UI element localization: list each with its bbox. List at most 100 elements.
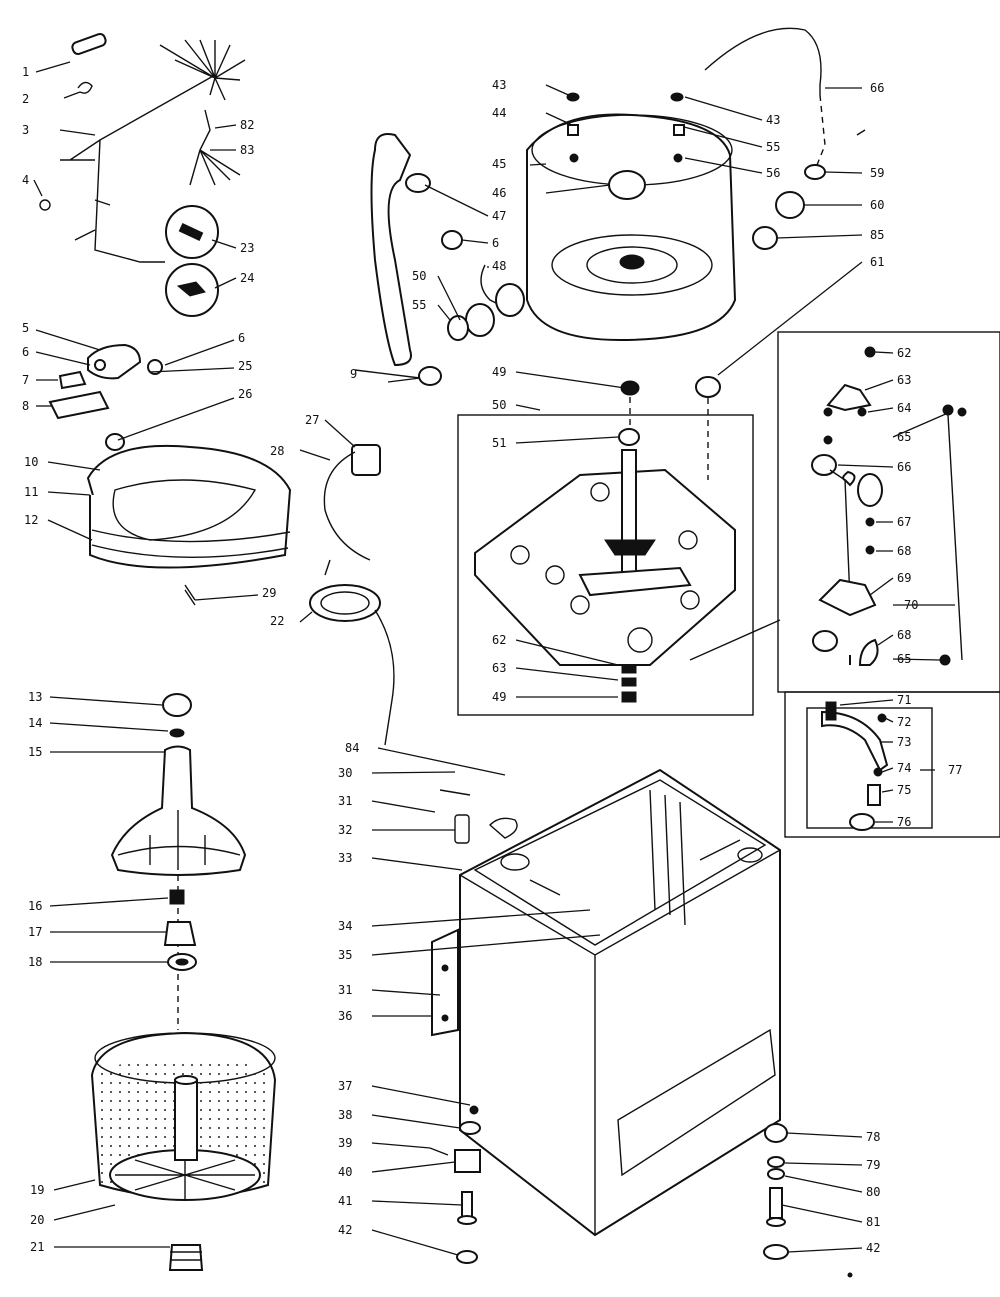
callout-43b: 43 xyxy=(766,113,780,127)
callout-18: 18 xyxy=(28,955,42,969)
mounting-plate-group xyxy=(457,371,781,716)
callout-73: 73 xyxy=(897,735,911,749)
callout-49b: 49 xyxy=(492,690,506,704)
callout-3: 3 xyxy=(22,123,29,137)
callout-76: 76 xyxy=(897,815,911,829)
callout-42a: 42 xyxy=(338,1223,352,1237)
callout-28: 28 xyxy=(270,444,284,458)
callout-80: 80 xyxy=(866,1185,880,1199)
callout-75: 75 xyxy=(897,783,911,797)
cabinet-part-icon xyxy=(459,768,781,1237)
callout-14: 14 xyxy=(28,716,42,730)
side-panel-part-icon xyxy=(431,928,459,1037)
callout-85: 85 xyxy=(870,228,884,242)
callout-1: 1 xyxy=(22,65,29,79)
callout-23: 23 xyxy=(240,241,254,255)
callout-82: 82 xyxy=(240,118,254,132)
callout-31b: 31 xyxy=(338,983,352,997)
callout-21: 21 xyxy=(30,1240,44,1254)
suspension-inset-group xyxy=(777,331,1000,693)
wiring-harness-group xyxy=(33,32,246,317)
callout-26: 26 xyxy=(238,387,252,401)
callout-13: 13 xyxy=(28,690,42,704)
callout-44: 44 xyxy=(492,106,506,120)
callout-12: 12 xyxy=(24,513,38,527)
callout-4: 4 xyxy=(22,173,29,187)
callout-50b: 50 xyxy=(492,398,506,412)
callout-36: 36 xyxy=(338,1009,352,1023)
callout-55a: 55 xyxy=(412,298,426,312)
callout-11: 11 xyxy=(24,485,38,499)
callout-51: 51 xyxy=(492,436,506,450)
lid-switch-lever-icon xyxy=(821,710,889,772)
callout-64: 64 xyxy=(897,401,911,415)
outer-tub-part-icon xyxy=(526,113,737,342)
callout-2: 2 xyxy=(22,92,29,106)
callout-68a: 68 xyxy=(897,544,911,558)
agitator-basket-group xyxy=(49,693,277,1271)
cover-assembly-group xyxy=(35,329,292,606)
power-cord-coil-icon xyxy=(309,584,381,622)
callout-70: 70 xyxy=(904,598,918,612)
callout-40: 40 xyxy=(338,1165,352,1179)
callout-46: 46 xyxy=(492,186,506,200)
outer-tub-group xyxy=(354,27,866,386)
callout-16: 16 xyxy=(28,899,42,913)
callout-33: 33 xyxy=(338,851,352,865)
callout-39: 39 xyxy=(338,1136,352,1150)
callout-29: 29 xyxy=(262,586,276,600)
callout-79: 79 xyxy=(866,1158,880,1172)
callout-17: 17 xyxy=(28,925,42,939)
callout-45: 45 xyxy=(492,157,506,171)
callout-84: 84 xyxy=(345,741,359,755)
callout-labels: 1 2 3 4 82 83 23 24 5 6 6 7 8 25 26 10 1… xyxy=(22,65,962,1255)
callout-31a: 31 xyxy=(338,794,352,808)
power-cord-group xyxy=(299,419,395,746)
callout-48: 48 xyxy=(492,259,506,273)
callout-68b: 68 xyxy=(897,628,911,642)
callout-77: 77 xyxy=(948,763,962,777)
callout-74: 74 xyxy=(897,761,911,775)
callout-66a: 66 xyxy=(870,81,884,95)
callout-43a: 43 xyxy=(492,78,506,92)
callout-67: 67 xyxy=(897,515,911,529)
callout-55b: 55 xyxy=(766,140,780,154)
callout-63b: 63 xyxy=(897,373,911,387)
bracket-part-icon xyxy=(48,390,110,420)
callout-41: 41 xyxy=(338,1194,352,1208)
callout-61: 61 xyxy=(870,255,884,269)
callout-63a: 63 xyxy=(492,661,506,675)
callout-72: 72 xyxy=(897,715,911,729)
callout-34: 34 xyxy=(338,919,352,933)
callout-78: 78 xyxy=(866,1130,880,1144)
callout-35: 35 xyxy=(338,948,352,962)
drain-hose-part-icon xyxy=(370,133,412,367)
fuse-part-icon xyxy=(71,32,107,56)
pressure-switch-part-icon xyxy=(351,444,381,476)
callout-69: 69 xyxy=(897,571,911,585)
callout-38: 38 xyxy=(338,1108,352,1122)
callout-25: 25 xyxy=(238,359,252,373)
callout-49a: 49 xyxy=(492,365,506,379)
callout-6b: 6 xyxy=(238,331,245,345)
callout-20: 20 xyxy=(30,1213,44,1227)
callout-22: 22 xyxy=(270,614,284,628)
callout-81: 81 xyxy=(866,1215,880,1229)
callout-30: 30 xyxy=(338,766,352,780)
callout-19: 19 xyxy=(30,1183,44,1197)
cabinet-group xyxy=(371,747,863,1278)
callout-27: 27 xyxy=(305,413,319,427)
callout-6c: 6 xyxy=(492,236,499,250)
wire-connector-part-icon xyxy=(39,199,51,211)
callout-7: 7 xyxy=(22,373,29,387)
callout-15: 15 xyxy=(28,745,42,759)
callout-65b: 65 xyxy=(897,652,911,666)
callout-9: 9 xyxy=(350,367,357,381)
bracket-part-icon-69 xyxy=(818,578,877,617)
clip-part-icon xyxy=(77,81,93,94)
callout-56: 56 xyxy=(766,166,780,180)
callout-66b: 66 xyxy=(897,460,911,474)
callout-37: 37 xyxy=(338,1079,352,1093)
callout-10: 10 xyxy=(24,455,38,469)
